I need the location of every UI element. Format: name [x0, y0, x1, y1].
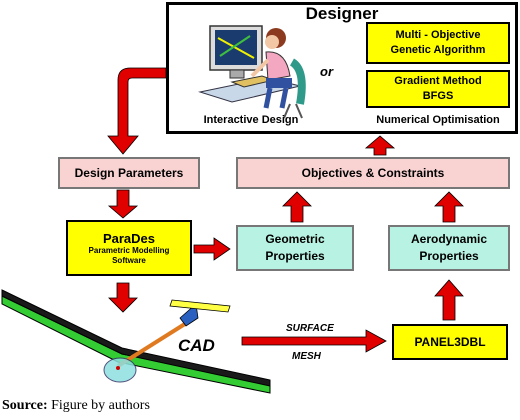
geometric-line-1: Geometric: [265, 232, 325, 246]
source-text: Figure by authors: [47, 398, 150, 413]
aerodynamic-properties-box: Aerodynamic Properties: [388, 225, 510, 271]
parades-subtitle-1: Parametric Modelling: [88, 245, 170, 255]
parades-subtitle-2: Software: [112, 255, 146, 265]
aerodynamic-line-1: Aerodynamic: [410, 232, 488, 246]
moga-line-1: Multi - Objective: [395, 29, 481, 41]
cad-label: CAD: [178, 336, 215, 355]
source-bold: Source:: [2, 398, 48, 413]
mesh-label: MESH: [292, 351, 321, 362]
arrow-parades-to-geometric: [193, 237, 231, 261]
panel3dbl-box: PANEL3DBL: [392, 324, 508, 360]
arrow-objectives-to-designer: [364, 135, 396, 156]
arrow-parameters-to-parades: [107, 189, 139, 219]
interactive-design-caption: Interactive Design: [203, 114, 299, 126]
objectives-constraints-box: Objectives & Constraints: [236, 157, 510, 189]
gradient-line-1: Gradient Method: [394, 75, 482, 87]
arrow-designer-to-parameters: [107, 67, 167, 155]
moga-line-2: Genetic Algorithm: [390, 44, 486, 56]
numerical-optimisation-caption: Numerical Optimisation: [376, 114, 500, 126]
arrow-panel-to-aerodynamic: [434, 279, 464, 321]
parades-box: ParaDes Parametric Modelling Software: [66, 220, 192, 276]
gradient-line-2: BFGS: [422, 90, 454, 102]
arrow-geometric-to-objectives: [282, 191, 312, 223]
moga-box: Multi - Objective Genetic Algorithm: [366, 22, 510, 64]
aerodynamic-line-2: Properties: [419, 249, 479, 263]
geometric-line-2: Properties: [265, 249, 325, 263]
arrow-aerodynamic-to-objectives: [434, 191, 464, 223]
arrow-parades-to-cad: [108, 282, 138, 313]
arrow-cad-to-panel: [241, 329, 387, 353]
designer-title: Designer: [305, 4, 379, 23]
gradient-box: Gradient Method BFGS: [366, 70, 510, 108]
glider-illustration: [1, 289, 271, 394]
surface-label: SURFACE: [286, 323, 334, 334]
or-label: or: [320, 64, 333, 79]
parades-title: ParaDes: [102, 230, 156, 246]
source-caption: Source: Figure by authors: [2, 398, 150, 414]
geometric-properties-box: Geometric Properties: [236, 225, 354, 271]
design-parameters-box: Design Parameters: [58, 157, 200, 189]
